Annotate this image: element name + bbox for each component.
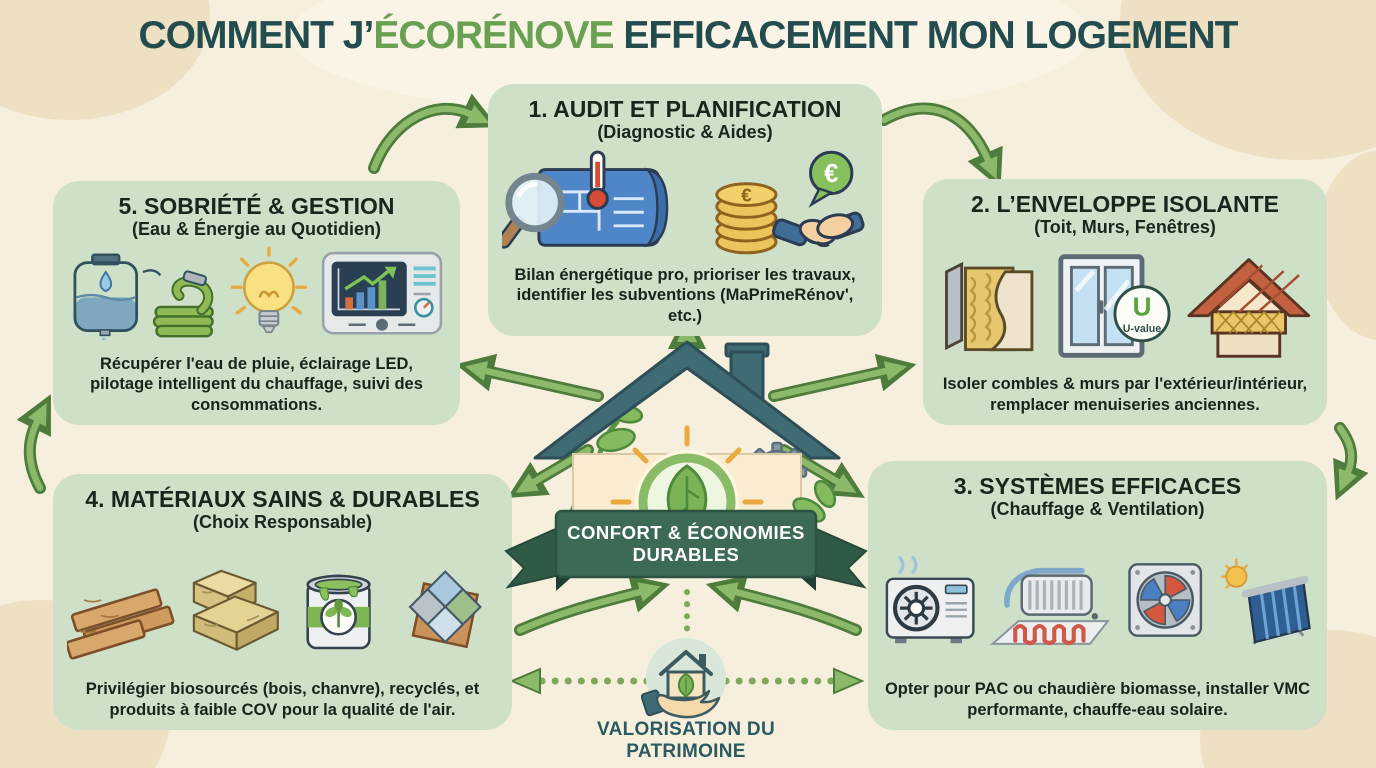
banner-ribbon bbox=[504, 509, 868, 591]
panel-description: Isoler combles & murs par l'extérieur/in… bbox=[942, 375, 1308, 414]
panel-subtitle: (Choix Responsable) bbox=[192, 512, 373, 533]
panel-title: 1. AUDIT ET PLANIFICATION bbox=[528, 96, 842, 122]
panel-icons: U U-value bbox=[937, 238, 1313, 374]
smart-monitor-icon bbox=[321, 251, 443, 335]
radiator-floor-heating-icon bbox=[990, 567, 1111, 645]
hemp-block-icon bbox=[192, 569, 279, 651]
panel-sobriete-gestion: 5. SOBRIÉTÉ & GESTION (Eau & Énergie au … bbox=[53, 181, 460, 425]
solar-panel-icon bbox=[1221, 557, 1312, 645]
u-value-label: U-value bbox=[1123, 323, 1161, 335]
panel-audit-planification: 1. AUDIT ET PLANIFICATION (Diagnostic & … bbox=[488, 84, 882, 336]
panel-description: Bilan énergétique pro, prioriser les tra… bbox=[514, 265, 856, 325]
recycled-tiles-icon bbox=[409, 570, 483, 649]
panel-subtitle: (Diagnostic & Aides) bbox=[597, 122, 773, 143]
coin-euro-symbol: € bbox=[742, 184, 753, 205]
heat-pump-icon bbox=[885, 555, 975, 643]
panel-icons bbox=[67, 533, 498, 679]
u-value-letter: U bbox=[1133, 292, 1152, 322]
panel-systemes-efficaces: 3. SYSTÈMES EFFICACES (Chauffage & Venti… bbox=[868, 461, 1327, 730]
panel-description: Récupérer l'eau de pluie, éclairage LED,… bbox=[90, 354, 423, 414]
title-highlight: ÉCORÉNOVE bbox=[373, 14, 614, 57]
vmc-fan-icon bbox=[1127, 562, 1202, 637]
eco-paint-icon bbox=[306, 574, 372, 650]
rainwater-tank-hose-icon bbox=[73, 253, 214, 341]
title-part2: EFFICACEMENT MON LOGEMENT bbox=[613, 14, 1238, 57]
panel-icons bbox=[882, 520, 1313, 679]
hand-holding-house-icon bbox=[641, 638, 726, 719]
panel-icons: € € bbox=[502, 143, 868, 265]
insulated-roof-icon bbox=[1187, 258, 1311, 358]
magnifier-blueprint-icon bbox=[502, 150, 669, 249]
panel-enveloppe-isolante: 2. L’ENVELOPPE ISOLANTE (Toit, Murs, Fen… bbox=[923, 179, 1327, 425]
panel-materiaux-sains: 4. MATÉRIAUX SAINS & DURABLES (Choix Res… bbox=[53, 474, 512, 730]
title-part1: COMMENT J’ bbox=[138, 14, 374, 57]
panel-description: Privilégier biosourcés (bois, chanvre), … bbox=[85, 680, 480, 719]
footer-label: VALORISATION DU PATRIMOINE bbox=[597, 719, 775, 762]
insulated-wall-icon bbox=[945, 261, 1034, 352]
panel-title: 5. SOBRIÉTÉ & GESTION bbox=[118, 193, 395, 219]
panel-icons bbox=[67, 240, 446, 354]
bubble-euro-symbol: € bbox=[824, 160, 838, 188]
wood-planks-icon bbox=[67, 588, 175, 660]
page-title: COMMENT J’ÉCORÉNOVE EFFICACEMENT MON LOG… bbox=[0, 14, 1376, 58]
led-bulb-icon bbox=[231, 246, 308, 334]
panel-title: 4. MATÉRIAUX SAINS & DURABLES bbox=[85, 486, 480, 512]
panel-title: 3. SYSTÈMES EFFICACES bbox=[953, 473, 1242, 499]
window-uvalue-icon: U U-value bbox=[1058, 254, 1171, 358]
euro-coins-handshake-icon: € € bbox=[715, 150, 865, 255]
panel-title: 2. L’ENVELOPPE ISOLANTE bbox=[970, 191, 1279, 217]
panel-description: Opter pour PAC ou chaudière biomasse, in… bbox=[884, 680, 1311, 719]
panel-subtitle: (Chauffage & Ventilation) bbox=[990, 499, 1205, 520]
banner-label: CONFORT & ÉCONOMIES DURABLES bbox=[567, 521, 805, 565]
panel-subtitle: (Eau & Énergie au Quotidien) bbox=[131, 219, 382, 240]
panel-subtitle: (Toit, Murs, Fenêtres) bbox=[1034, 217, 1216, 238]
